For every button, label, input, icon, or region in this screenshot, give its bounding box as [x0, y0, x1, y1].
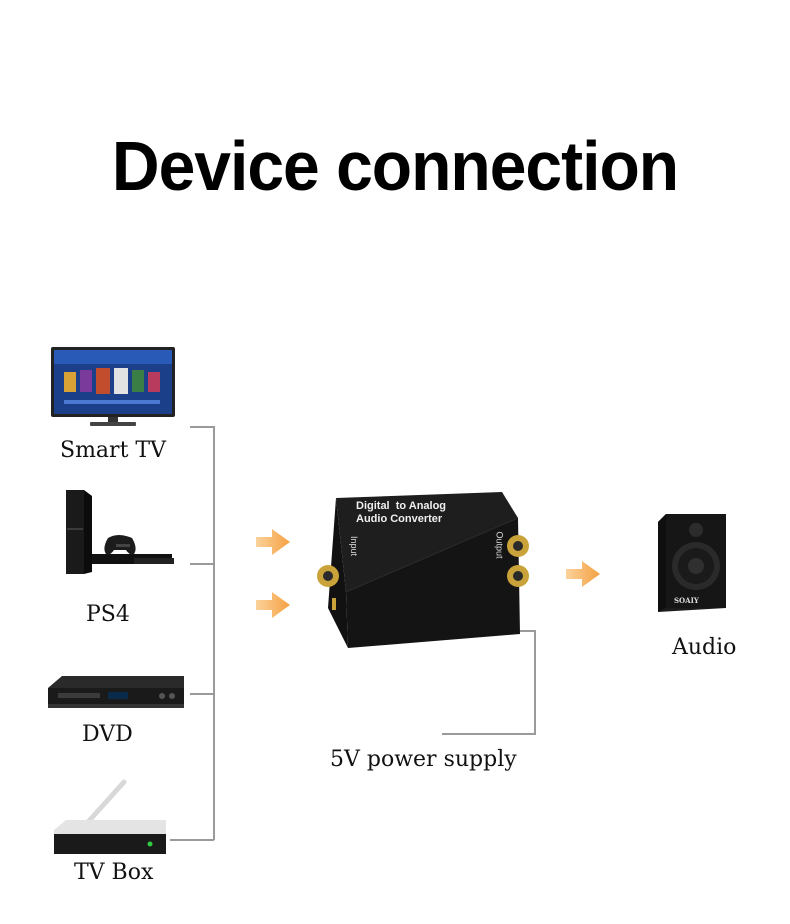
input-arrow-icon	[256, 592, 290, 618]
ps4-label: PS4	[86, 602, 130, 627]
speaker-icon	[654, 512, 734, 616]
bracket-vertical	[213, 426, 215, 840]
smart-tv-icon	[50, 346, 176, 428]
converter-text-line1: Digital to Analog	[356, 500, 447, 512]
converter-text-line2: Audio Converter	[356, 513, 443, 525]
converter-box	[306, 488, 546, 658]
bracket-dvd-tick	[190, 693, 214, 695]
output-arrow-icon	[566, 561, 600, 587]
speaker-brand: SOAIY	[674, 596, 699, 605]
smart-tv-label: Smart TV	[60, 438, 166, 463]
bracket-ps4-tick	[190, 563, 214, 565]
power-line-bottom	[442, 733, 536, 735]
bracket-top-tick	[190, 426, 214, 428]
converter-output-label: Output	[494, 531, 505, 559]
page-title: Device connection	[111, 127, 679, 205]
ps4-console-icon	[56, 488, 184, 580]
dvd-player-icon	[44, 674, 188, 714]
converter-input-label: Input	[349, 535, 360, 557]
audio-label: Audio	[672, 635, 737, 660]
tv-box-label: TV Box	[74, 860, 154, 885]
dvd-label: DVD	[82, 722, 133, 747]
input-arrow-icon	[256, 529, 290, 555]
bracket-bottom-tick	[170, 839, 214, 841]
power-line-horizontal	[520, 630, 536, 632]
power-line-vertical	[534, 630, 536, 734]
power-supply-label: 5V power supply	[330, 747, 517, 772]
tv-box-icon	[50, 778, 170, 858]
